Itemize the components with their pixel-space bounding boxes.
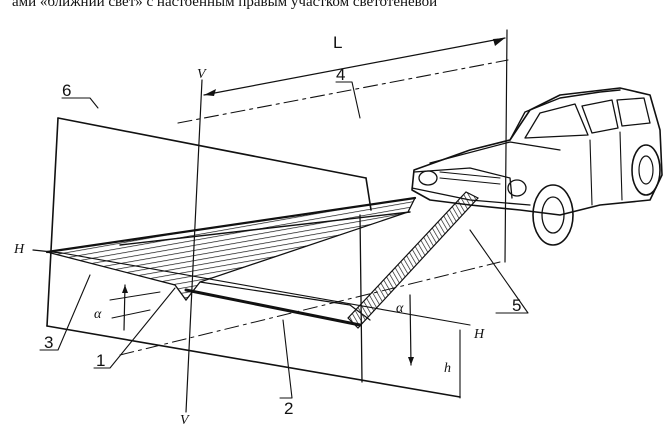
cutoff-line	[359, 214, 363, 383]
leader-lines	[39, 81, 529, 399]
label-h-right: H	[473, 327, 485, 342]
label-v-bottom: V	[180, 413, 190, 426]
label-3: 3	[44, 333, 53, 352]
caption-fragment: ами «ближний свет» с настоенным правым у…	[12, 0, 437, 10]
distance-l-dimension	[203, 37, 506, 96]
beam-edge-1	[184, 281, 371, 327]
label-5: 5	[512, 296, 521, 315]
label-1: 1	[96, 351, 105, 370]
label-4: 4	[336, 65, 345, 84]
beam-stripe-5	[347, 191, 479, 329]
label-alpha-left: α	[94, 307, 102, 322]
label-h-left: H	[13, 242, 25, 257]
label-6: 6	[62, 81, 71, 100]
label-h-height: h	[444, 361, 451, 376]
screen-6	[46, 117, 461, 398]
centerline-4	[177, 59, 509, 124]
beam-pattern-3	[45, 196, 417, 302]
angle-alpha-right	[408, 294, 414, 366]
label-v-top: V	[197, 67, 207, 82]
distance-right-marker	[504, 29, 508, 263]
label-2: 2	[284, 399, 293, 418]
angle-alpha-left	[109, 284, 161, 331]
lower-centerline	[119, 261, 501, 356]
label-alpha-right: α	[396, 301, 404, 316]
label-l: L	[333, 33, 342, 52]
car-illustration	[411, 87, 663, 246]
